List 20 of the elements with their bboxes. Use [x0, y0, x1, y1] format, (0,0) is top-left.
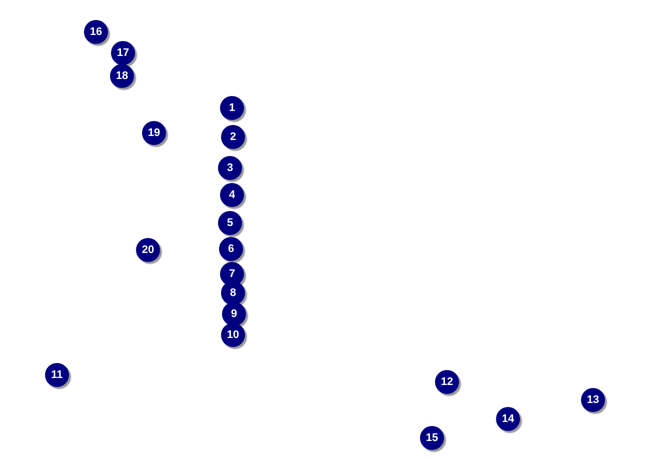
callout-number: 13	[581, 388, 605, 412]
callout-number: 11	[45, 363, 69, 387]
callout-number: 8	[221, 281, 245, 305]
callout-number: 12	[435, 370, 459, 394]
callout-number: 4	[220, 183, 244, 207]
callout-number: 14	[496, 407, 520, 431]
callout-number: 19	[142, 121, 166, 145]
callout-number: 2	[221, 125, 245, 149]
callout-number: 16	[84, 20, 108, 44]
callout-number: 5	[218, 211, 242, 235]
callout-number: 18	[110, 64, 134, 88]
callout-number: 6	[219, 237, 243, 261]
callout-number: 10	[221, 323, 245, 347]
callout-number: 7	[220, 262, 244, 286]
callout-number: 3	[218, 156, 242, 180]
callout-number: 15	[420, 426, 444, 450]
callout-number: 17	[111, 41, 135, 65]
callout-number: 1	[220, 96, 244, 120]
callout-number: 9	[222, 302, 246, 326]
callout-number: 20	[136, 238, 160, 262]
